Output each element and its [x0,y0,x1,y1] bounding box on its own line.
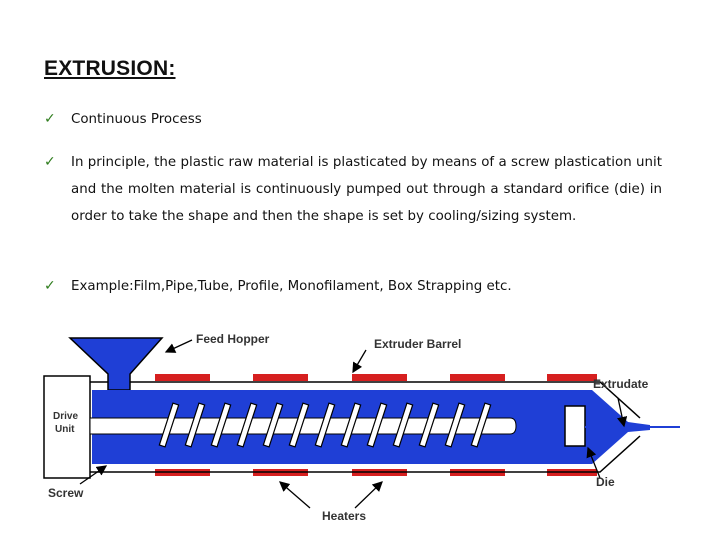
die [564,405,586,447]
feed-hopper-label: Feed Hopper [196,332,270,346]
bullet-item: ✓ In principle, the plastic raw material… [44,149,662,230]
bullet-item: ✓ Example:Film,Pipe,Tube, Profile, Monof… [44,273,662,300]
checkmark-icon: ✓ [44,111,56,127]
screw-flights [158,402,492,448]
checkmark-icon: ✓ [44,154,56,170]
extruder-diagram: Drive Unit Feed Hopper Extruder Barrel E… [43,332,680,523]
drive-unit-label-1: Drive [53,411,78,422]
drive-unit-label-2: Unit [55,424,75,435]
extrudate-label: Extrudate [593,377,649,391]
extruder-barrel-label: Extruder Barrel [374,337,461,351]
drive-unit [43,375,91,479]
checkmark-icon: ✓ [44,278,56,294]
heaters-top [155,374,597,381]
screw-label: Screw [48,486,84,500]
die-label: Die [596,475,615,489]
heaters-label: Heaters [322,509,366,523]
bullet-text: Example:Film,Pipe,Tube, Profile, Monofil… [71,279,512,294]
bullet-item: ✓ Continuous Process [44,106,662,133]
slide-title: EXTRUSION: [44,57,176,80]
bullet-text: Continuous Process [71,112,202,127]
bullet-text: In principle, the plastic raw material i… [71,155,662,224]
